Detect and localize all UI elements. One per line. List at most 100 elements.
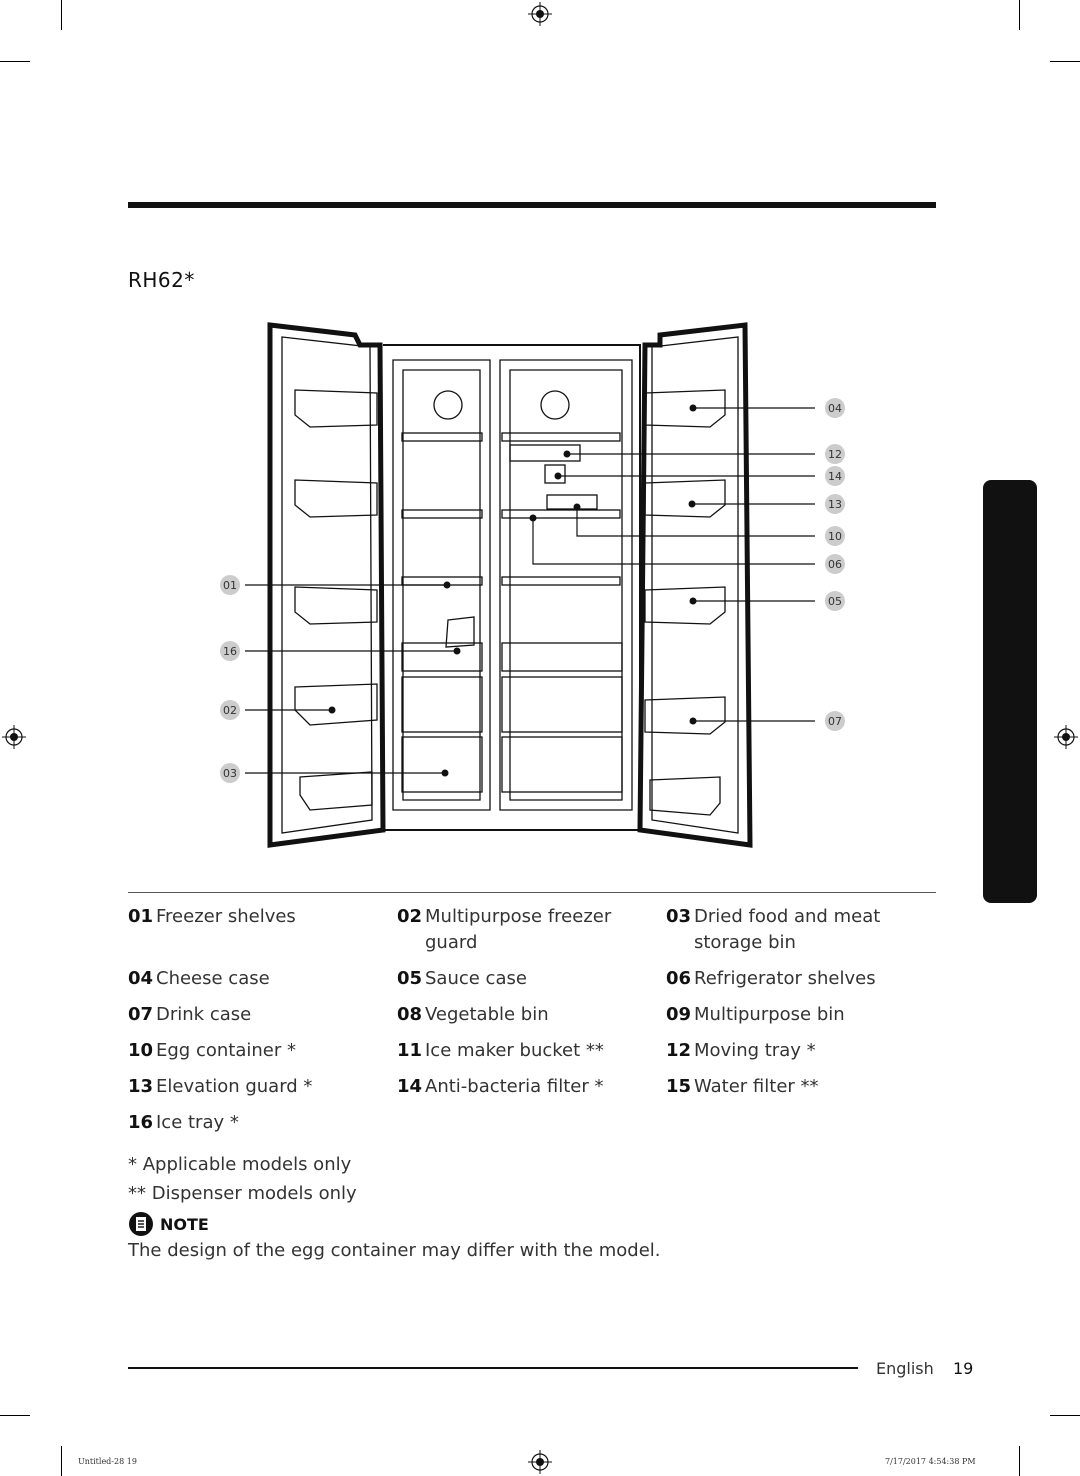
callout-badge: 06 xyxy=(825,554,845,574)
footnotes: * Applicable models only ** Dispenser mo… xyxy=(128,1150,357,1208)
legend-number: 09 xyxy=(666,1004,692,1025)
crop-mark xyxy=(61,1446,62,1476)
legend-text: Multipurpose bin xyxy=(694,1004,845,1025)
legend-number: 12 xyxy=(666,1040,692,1061)
callout-label: 05 xyxy=(828,595,842,608)
callout-badge: 16 xyxy=(220,641,240,661)
footnote: ** Dispenser models only xyxy=(128,1183,357,1204)
legend-number: 08 xyxy=(397,1004,423,1025)
registration-mark-icon xyxy=(528,2,552,26)
legend-number: 03 xyxy=(666,906,692,927)
legend-number: 15 xyxy=(666,1076,692,1097)
callout-label: 07 xyxy=(828,715,842,728)
registration-mark-icon xyxy=(2,725,26,749)
callout-badge: 04 xyxy=(825,398,845,418)
legend-text: Refrigerator shelves xyxy=(694,968,876,989)
callout-badge: 07 xyxy=(825,711,845,731)
footnote: * Applicable models only xyxy=(128,1154,352,1175)
callout-label: 04 xyxy=(828,402,842,415)
legend-text: Egg container * xyxy=(156,1040,296,1061)
legend-text: Freezer shelves xyxy=(156,906,296,927)
callout-badge: 03 xyxy=(220,763,240,783)
legend-text: Vegetable bin xyxy=(425,1004,549,1025)
registration-mark-icon xyxy=(1054,725,1078,749)
section-tab-label: Installation xyxy=(999,1117,1021,1223)
model-title: RH62* xyxy=(128,268,195,292)
callout-label: 13 xyxy=(828,498,842,511)
legend-number: 06 xyxy=(666,968,692,989)
legend-text: Water filter ** xyxy=(694,1076,819,1097)
callout-label: 01 xyxy=(223,579,237,592)
note-label: NOTE xyxy=(160,1214,209,1234)
legend-number: 02 xyxy=(397,906,423,927)
legend-text: Drink case xyxy=(156,1004,252,1025)
callout-label: 03 xyxy=(223,767,237,780)
legend-number: 07 xyxy=(128,1004,154,1025)
imprint-date: 7/17/2017 4:54:38 PM xyxy=(885,1457,976,1466)
registration-mark-icon xyxy=(528,1450,552,1474)
callout-badge: 14 xyxy=(825,466,845,486)
crop-mark xyxy=(1019,1446,1020,1476)
legend-text: Ice maker bucket ** xyxy=(425,1040,604,1061)
legend-number: 16 xyxy=(128,1112,154,1133)
note-heading: NOTE xyxy=(128,1211,209,1237)
crop-mark xyxy=(0,1415,30,1416)
legend-number: 01 xyxy=(128,906,154,927)
callout-badge: 02 xyxy=(220,700,240,720)
note-text: The design of the egg container may diff… xyxy=(128,1240,661,1261)
legend-number: 14 xyxy=(397,1076,423,1097)
legend-rule xyxy=(128,892,936,893)
imprint-file: Untitled-28 19 xyxy=(78,1457,137,1466)
legend-number: 04 xyxy=(128,968,154,989)
crop-mark xyxy=(1050,1415,1080,1416)
crop-mark xyxy=(61,0,62,30)
legend-text: Cheese case xyxy=(156,968,270,989)
section-tab: Installation xyxy=(983,480,1037,1223)
legend-number: 10 xyxy=(128,1040,154,1061)
legend-text: Multipurpose freezer guard xyxy=(425,906,612,953)
legend-number: 11 xyxy=(397,1040,423,1061)
footer-rule xyxy=(128,1367,858,1369)
callout-label: 06 xyxy=(828,558,842,571)
callout-badge: 01 xyxy=(220,575,240,595)
callout-label: 12 xyxy=(828,448,842,461)
callout-label: 16 xyxy=(223,645,237,658)
legend-text: Sauce case xyxy=(425,968,527,989)
legend-text: Ice tray * xyxy=(156,1112,239,1133)
footer-language: English xyxy=(876,1359,934,1378)
crop-mark xyxy=(1050,61,1080,62)
page-number: 19 xyxy=(953,1359,974,1378)
callout-badge: 12 xyxy=(825,444,845,464)
crop-mark xyxy=(0,61,30,62)
callout-label: 10 xyxy=(828,530,842,543)
refrigerator-diagram: 01 16 02 03 04 12 14 13 10 06 05 07 xyxy=(220,322,845,848)
legend-number: 05 xyxy=(397,968,423,989)
legend-text: Dried food and meat storage bin xyxy=(694,906,881,953)
callout-badge: 05 xyxy=(825,591,845,611)
callout-badge: 10 xyxy=(825,526,845,546)
callout-label: 14 xyxy=(828,470,842,483)
legend-text: Moving tray * xyxy=(694,1040,816,1061)
